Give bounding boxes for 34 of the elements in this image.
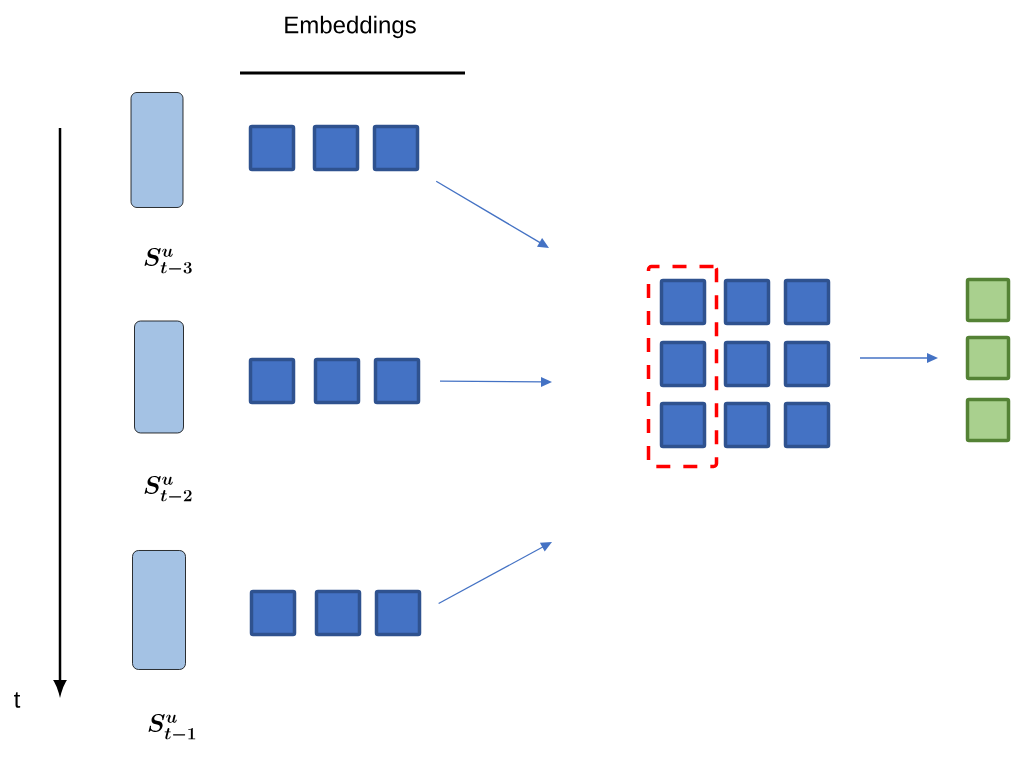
output-square <box>965 397 1011 443</box>
embedding-square <box>783 401 831 449</box>
selection-frame <box>646 264 719 469</box>
embedding-square <box>783 340 831 388</box>
output-square <box>965 277 1011 323</box>
session-label: $\boldsymbol{S_{t-1}^{u}}$ <box>148 714 196 740</box>
embedding-square <box>373 357 421 405</box>
embedding-square <box>249 589 297 637</box>
embedding-square <box>783 278 831 326</box>
arrow <box>439 376 552 387</box>
embedding-square <box>372 124 420 172</box>
session-label: $\boldsymbol{S_{t-3}^{u}}$ <box>144 248 192 274</box>
embedding-square <box>659 340 707 388</box>
output-square <box>965 335 1011 381</box>
embedding-square <box>248 124 296 172</box>
embedding-square <box>723 401 771 449</box>
axis-label: t <box>14 692 21 708</box>
heading: Embeddings <box>285 15 416 39</box>
embedding-square <box>313 357 361 405</box>
embedding-square <box>659 278 707 326</box>
arrow <box>859 353 938 363</box>
embedding-square <box>374 589 422 637</box>
arrow <box>435 180 549 248</box>
embedding-square <box>659 401 707 449</box>
session-box <box>132 550 186 670</box>
embedding-square <box>723 340 771 388</box>
session-label: $\boldsymbol{S_{t-2}^{u}}$ <box>144 476 192 502</box>
embedding-square <box>248 357 296 405</box>
arrow <box>437 542 552 605</box>
embedding-square <box>723 278 771 326</box>
embedding-square <box>312 124 360 172</box>
embedding-square <box>314 589 362 637</box>
session-box <box>134 320 184 434</box>
session-box <box>130 92 184 208</box>
